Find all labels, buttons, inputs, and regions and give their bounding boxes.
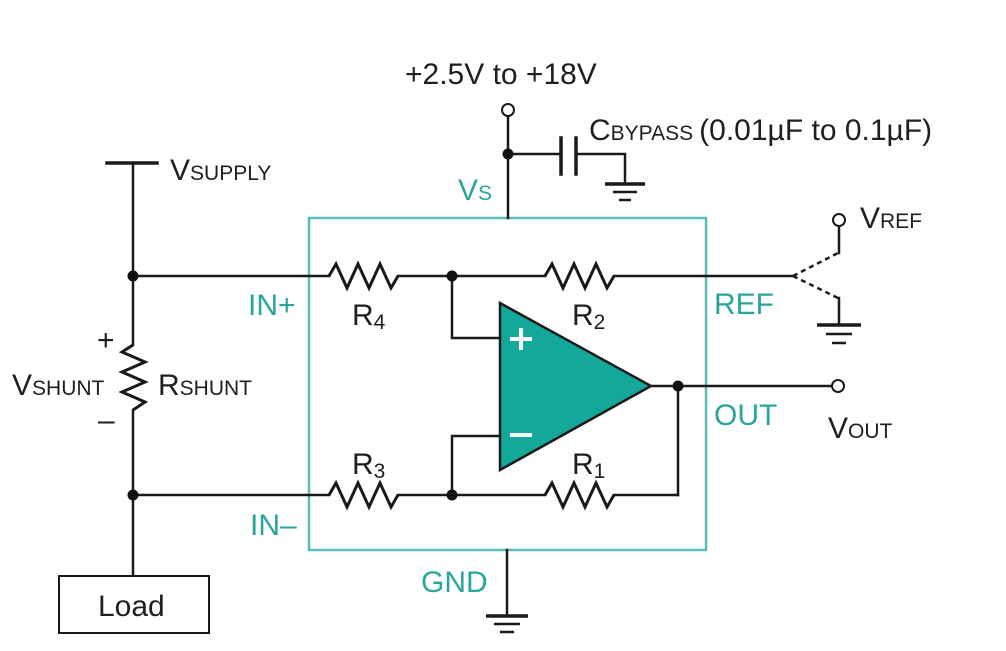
vout-label: VOUT — [828, 412, 893, 445]
junction-dot — [446, 270, 458, 282]
resistor-r3-label: R3 — [352, 448, 385, 483]
ground-icon-bypass — [605, 182, 645, 202]
vsupply-label: VSUPPLY — [170, 154, 271, 187]
ref-switch-dash-down — [792, 274, 839, 300]
pin-out: OUT — [714, 399, 777, 432]
junction-dot — [672, 380, 684, 392]
pin-ref: REF — [714, 288, 774, 321]
vs-pin-label: VS — [458, 174, 492, 207]
terminal-supply — [501, 103, 515, 117]
pin-in-minus: IN– — [250, 509, 297, 542]
load-label: Load — [98, 590, 165, 623]
terminal-vout — [831, 379, 845, 393]
vshunt-label: VSHUNT — [12, 369, 105, 402]
rshunt-label: RSHUNT — [158, 369, 252, 402]
resistor-r1 — [543, 479, 616, 511]
wire-plus-input — [450, 274, 502, 340]
load-box — [58, 575, 210, 634]
ref-switch-dash-up — [792, 251, 839, 278]
pin-in-plus: IN+ — [248, 289, 296, 322]
opamp-plus-sign — [510, 328, 532, 350]
junction-dot — [446, 489, 458, 501]
resistor-r2 — [543, 260, 616, 292]
supply-range-label: +2.5V to +18V — [405, 58, 597, 91]
vref-label: VREF — [860, 202, 922, 235]
resistor-r2-label: R2 — [572, 299, 605, 334]
pin-gnd: GND — [421, 566, 488, 599]
ground-icon-ref — [817, 323, 861, 345]
resistor-r4-label: R4 — [352, 299, 386, 334]
rshunt-resistor — [118, 343, 149, 412]
resistor-r4 — [327, 260, 400, 292]
ground-icon-gnd — [486, 614, 528, 634]
junction-dot — [127, 489, 139, 501]
junction-dot — [502, 148, 514, 160]
opamp-triangle — [498, 300, 654, 473]
vshunt-minus: – — [98, 404, 115, 437]
resistor-r1-label: R1 — [572, 448, 605, 483]
junction-dot — [127, 270, 139, 282]
wire-minus-input — [450, 434, 502, 497]
bypass-cap-label: CBYPASS(0.01µF to 0.1µF) — [589, 114, 932, 147]
wire-cap-right — [575, 152, 627, 186]
terminal-vref — [832, 213, 846, 227]
resistor-r3 — [327, 479, 400, 511]
vshunt-plus: + — [97, 324, 115, 357]
